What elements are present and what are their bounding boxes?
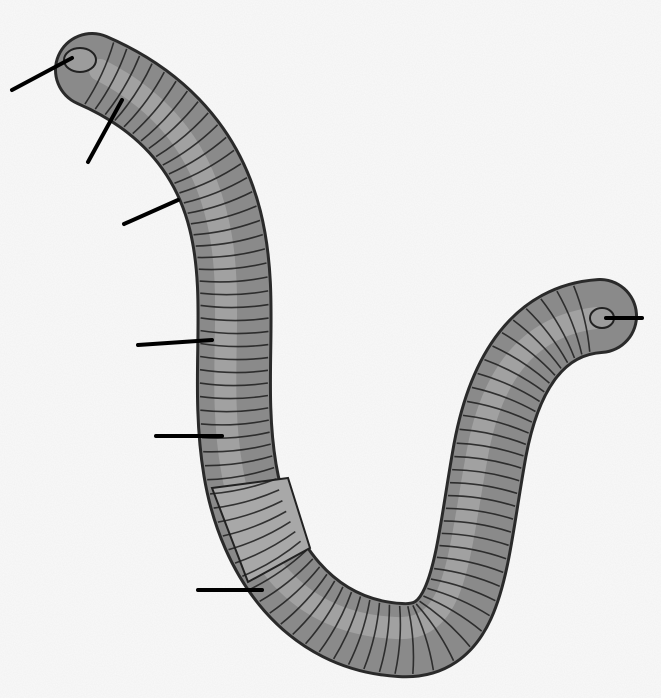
earthworm-diagram bbox=[0, 0, 661, 698]
diagram-canvas bbox=[0, 0, 661, 698]
